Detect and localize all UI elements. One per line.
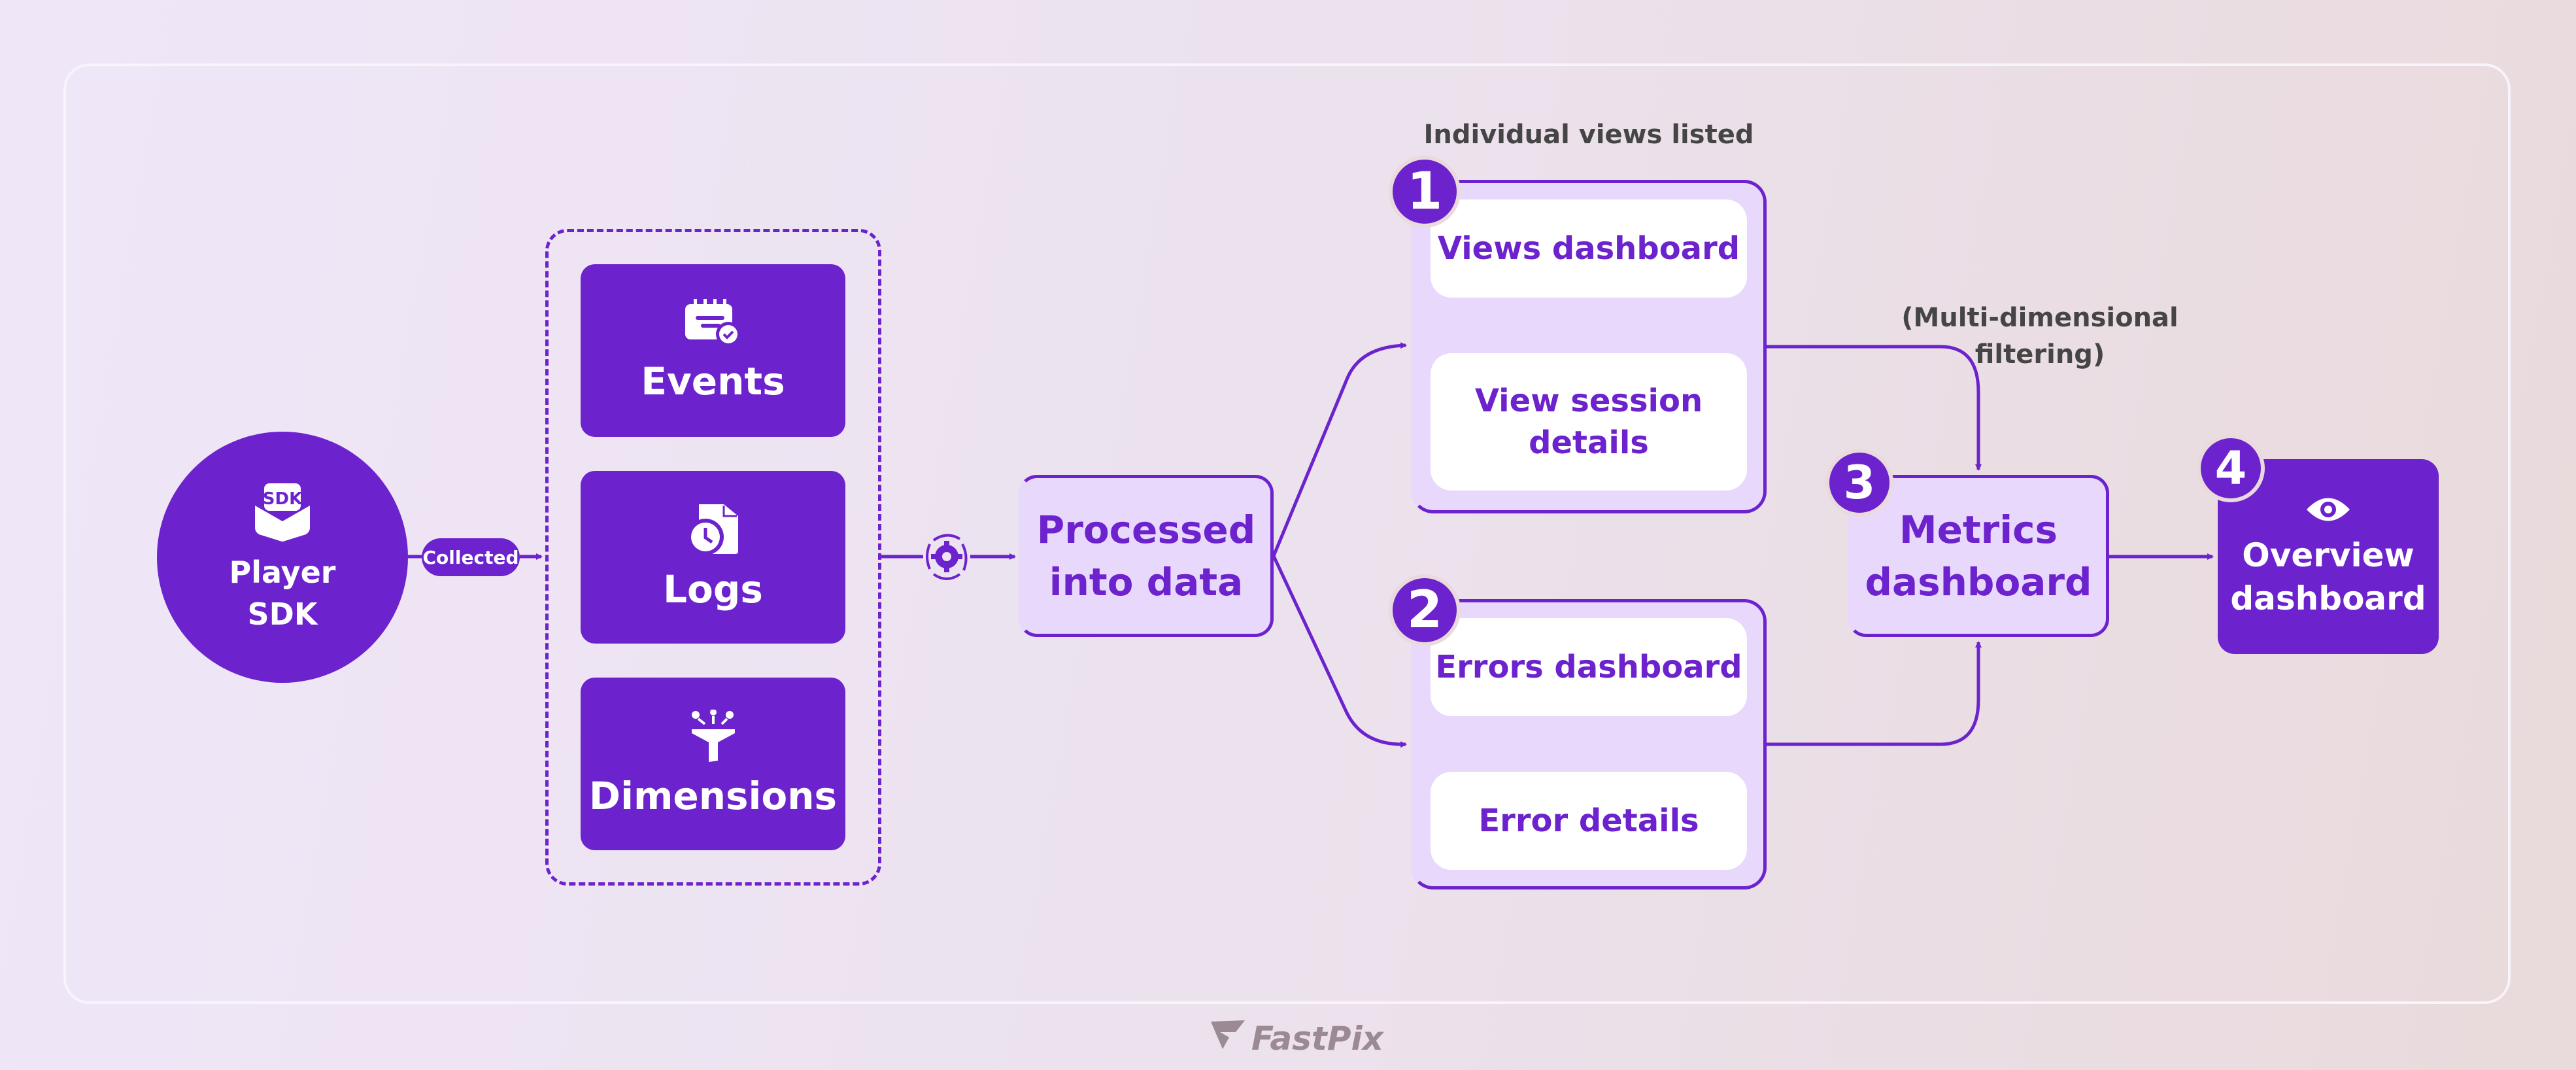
- collected-label: Collected: [422, 538, 520, 576]
- error-details-card: Error details: [1431, 772, 1747, 870]
- eye-icon: [2305, 493, 2351, 528]
- events-label: Events: [641, 359, 785, 404]
- logs-node: Logs: [581, 471, 845, 644]
- document-clock-icon: [686, 503, 741, 558]
- views-dashboard-card: Views dashboard: [1431, 199, 1747, 298]
- svg-text:SDK: SDK: [263, 489, 303, 509]
- edge-errors-to-metrics: [1767, 641, 1982, 746]
- step-badge-1: 1: [1389, 156, 1461, 228]
- logs-label: Logs: [663, 567, 763, 612]
- step-badge-4: 4: [2197, 434, 2265, 502]
- diagram-frame: [63, 63, 2511, 1004]
- fastpix-logo-icon: [1210, 1019, 1246, 1058]
- funnel-icon: [690, 709, 736, 765]
- processed-node: Processed into data: [1019, 475, 1274, 637]
- player-sdk-label: Player SDK: [229, 555, 336, 632]
- dimensions-label: Dimensions: [588, 774, 838, 818]
- dimensions-node: Dimensions: [581, 678, 845, 850]
- fastpix-logo: FastPix: [1210, 1019, 1383, 1058]
- sdk-package-icon: SDK: [251, 479, 314, 545]
- views-caption: Individual views listed: [1423, 120, 1754, 150]
- data-sources-group: [545, 229, 881, 886]
- calendar-check-icon: [684, 298, 743, 350]
- errors-dashboard-card: Errors dashboard: [1431, 618, 1747, 716]
- metrics-dashboard-node: Metrics dashboard: [1848, 475, 2109, 637]
- view-session-details-card: View session details: [1431, 353, 1747, 491]
- brand-name: FastPix: [1251, 1020, 1383, 1058]
- gear-cycle-icon: [923, 527, 970, 589]
- events-node: Events: [581, 264, 845, 437]
- player-sdk-node: SDK Player SDK: [157, 432, 408, 683]
- edge-process-to-errors: [1272, 555, 1407, 748]
- filtering-note: (Multi-dimensional filtering): [1901, 303, 2178, 370]
- edge-process-to-views: [1272, 342, 1407, 557]
- step-badge-3: 3: [1825, 449, 1893, 517]
- step-badge-2: 2: [1389, 574, 1461, 646]
- edge-views-to-metrics: [1767, 345, 1982, 471]
